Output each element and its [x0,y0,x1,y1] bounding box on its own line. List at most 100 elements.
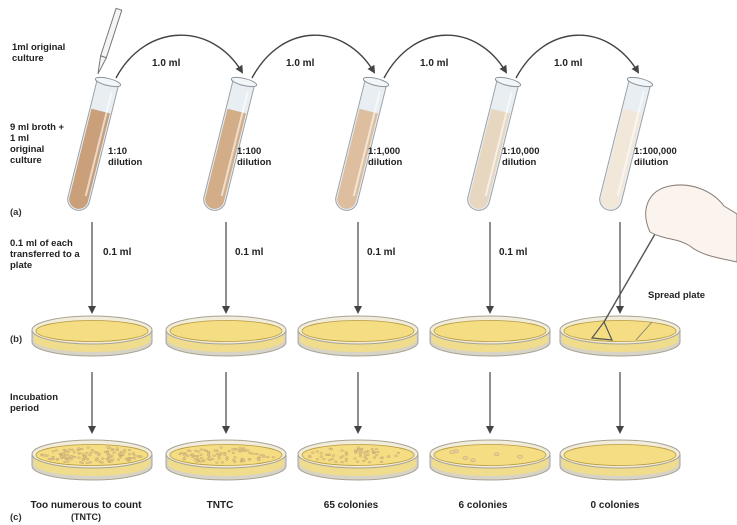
test-tube-5 [595,75,653,213]
plating-label-1: 0.1 ml [103,247,131,258]
colony [96,459,99,461]
transfer-arrow-4 [516,35,638,78]
colony [85,457,88,459]
colony [187,455,190,457]
colony [179,453,182,455]
transfer-arrow-3 [384,35,506,78]
dilution-label-5: 1:100,000dilution [634,146,677,168]
plate-agar [36,445,148,466]
colony [62,453,65,455]
colony [328,454,331,456]
colony [120,451,123,453]
colony [380,457,383,459]
colony [208,456,211,458]
colony [362,460,365,462]
colony [375,454,378,456]
colony [66,454,69,456]
colony [111,459,114,461]
spread-plate-4 [430,316,550,356]
colony [247,450,250,452]
colony [249,452,252,454]
colony [232,459,235,461]
colony [257,458,260,460]
colony [192,456,195,458]
colony [200,449,203,451]
colony [107,457,110,459]
colony [335,461,338,463]
colony [341,461,344,463]
plate-agar [170,321,282,342]
colony [104,451,107,453]
colony [120,454,123,456]
colony [56,458,59,460]
test-tube-1 [63,75,121,213]
test-tube-4 [463,75,521,213]
colony [67,451,70,453]
colony [364,454,367,456]
colony [86,452,89,454]
colony [375,448,378,450]
colony [123,451,126,453]
colony [196,461,199,463]
colony [91,449,94,451]
colony [200,454,203,456]
colony [345,460,348,462]
label-spread-plate: Spread plate [648,290,705,301]
colony [272,456,275,458]
colony [345,458,348,460]
colony [127,457,130,459]
colony [183,457,186,459]
colony [517,455,522,458]
colony [81,448,84,450]
colony [242,460,245,462]
colony [113,452,116,454]
colony [242,449,245,451]
colony [107,455,110,457]
transfer-label-3: 1.0 ml [420,58,448,69]
colony [371,448,374,450]
colony [221,462,224,464]
colony [136,455,139,457]
colony [339,457,342,459]
colony [320,452,323,454]
colony [332,455,335,457]
colony [194,458,197,460]
colony [365,451,368,453]
colony [450,451,455,454]
colony [120,456,123,458]
colony [52,451,55,453]
colony [64,461,67,463]
colony [494,453,499,456]
colony [70,456,73,458]
colony [200,457,203,459]
colony [463,456,468,459]
part-a-label: (a) [10,207,22,218]
incubated-plate-1 [32,440,152,480]
colony [359,455,362,457]
colony [133,455,136,457]
colony [132,452,135,454]
colony [397,452,400,454]
colony [331,458,334,460]
colony [111,449,114,451]
colony [248,459,251,461]
colony [73,451,76,453]
colony [98,453,101,455]
plate-agar [434,321,546,342]
colony [128,453,131,455]
colony [232,452,235,454]
colony [217,455,220,457]
colony [107,460,110,462]
label-original-culture: 1ml original culture [12,42,82,64]
colony [189,450,192,452]
colony [323,458,326,460]
colony [387,456,390,458]
colony [209,459,212,461]
transfer-label-1: 1.0 ml [152,58,180,69]
colony [216,462,219,464]
plating-label-4: 0.1 ml [499,247,527,258]
colony [224,454,227,456]
colony [78,452,81,454]
